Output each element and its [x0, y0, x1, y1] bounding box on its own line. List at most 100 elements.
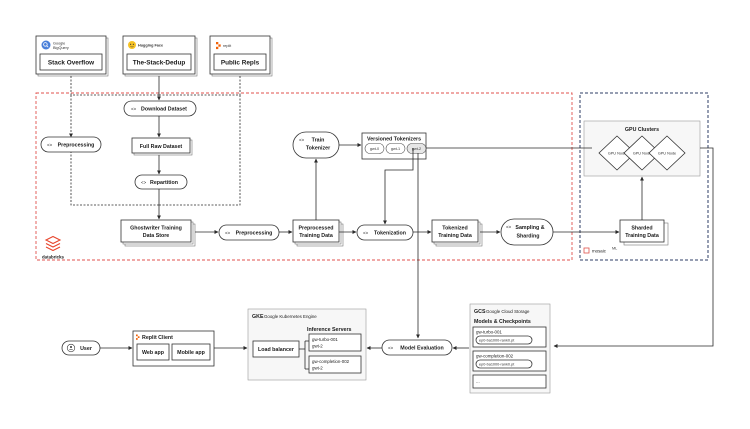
gpu-node-1: GPU Node — [598, 135, 636, 171]
repartition-node: <> Repartition — [134, 174, 188, 190]
full-raw-dataset-node: Full Raw Dataset — [131, 137, 193, 156]
version-chip-gwt-2 — [406, 143, 427, 154]
sharded-training-data-node: Sharded Training Data — [619, 219, 669, 246]
gpu-node-3-label: GPU Node — [658, 152, 676, 156]
replit-client-title: Replit Client — [142, 335, 173, 341]
bigquery-brand-line1: Google — [53, 42, 65, 46]
preprocessed-label-2: Training Data — [299, 233, 333, 239]
full-raw-dataset-label: Full Raw Dataset — [140, 144, 183, 150]
download-dataset-node: <> Download Dataset — [123, 100, 197, 117]
mosaic-icon — [583, 247, 590, 254]
gke-node: GKE Google Kubernetes Engine Inference S… — [247, 308, 367, 381]
gpu-node-2-label: GPU Node — [633, 152, 651, 156]
model-more: ... — [476, 379, 480, 384]
sampling-sharding-node: <> Sampling & Sharding — [500, 218, 554, 246]
preprocessing-top-node: <> Preprocessing — [40, 136, 102, 153]
bigquery-icon — [41, 40, 51, 50]
gke-name: Google Kubernetes Engine — [264, 314, 317, 319]
code-icon: <> — [363, 230, 369, 235]
source-title-the-stack-dedup: The-Stack-Dedup — [133, 60, 186, 67]
replit-brand: replit — [223, 44, 232, 48]
versioned-tokenizers-title: Versioned Tokenizers — [367, 137, 421, 143]
version-chip-gwt-1 — [385, 143, 406, 154]
repartition-label: Repartition — [150, 180, 178, 186]
preprocessing-top-label: Preprocessing — [58, 143, 95, 149]
code-icon: <> — [47, 142, 53, 147]
tokenized-training-data-node: Tokenized Training Data — [431, 219, 483, 247]
source-title-public-repls: Public Repls — [221, 60, 260, 67]
model-evaluation-node: <> Model Evaluation — [381, 339, 453, 356]
preprocessing-mid-label: Preprocessing — [236, 231, 273, 237]
model-evaluation-label: Model Evaluation — [400, 346, 444, 352]
bigquery-brand-line2: BigQuery — [53, 46, 69, 50]
gpu-node-1-label: GPU Node — [608, 152, 626, 156]
tokenized-label-2: Training Data — [438, 233, 472, 239]
gpu-node-2: GPU Node — [623, 135, 661, 171]
data-store-label-1: Ghostwriter Training — [130, 226, 182, 232]
version-gwt-0: gwt-0 — [370, 147, 379, 151]
mobile-app-label: Mobile app — [177, 350, 205, 356]
code-icon: <> — [299, 137, 305, 142]
sharded-label-2: Training Data — [625, 233, 659, 239]
mosaic-frame — [579, 92, 709, 261]
model2-checkpoint: ep0-ba1000-rank0.pt — [479, 362, 515, 366]
preprocessed-label-1: Preprocessed — [298, 226, 333, 232]
versioned-tokenizers-node: Versioned Tokenizers gwt-0 gwt-1 gwt-2 — [361, 132, 427, 160]
load-balancer-label: Load balancer — [258, 347, 294, 353]
gcs-abbr: GCS — [474, 309, 486, 315]
download-dataset-label: Download Dataset — [141, 107, 187, 113]
replit-icon — [216, 42, 221, 50]
code-icon: <> — [506, 224, 512, 229]
version-chip-gwt-0 — [364, 143, 385, 154]
train-tokenizer-node: <> Train Tokenizer — [292, 131, 340, 159]
huggingface-brand: Hugging Face — [138, 44, 163, 48]
sampling-label-2: Sharding — [517, 234, 540, 240]
code-icon: <> — [141, 180, 147, 185]
code-icon: <> — [388, 345, 394, 350]
preprocessed-training-data-node: Preprocessed Training Data — [292, 219, 344, 247]
user-icon — [66, 343, 76, 353]
inference-server-1 — [308, 333, 362, 352]
preprocessing-mid-node: <> Preprocessing — [218, 224, 280, 241]
source-title-stack-overflow: Stack Overflow — [48, 60, 94, 67]
model2-name: gw-completion-002 — [476, 354, 514, 359]
version-gwt-2: gwt-2 — [412, 147, 421, 151]
server1-name: gw-turbo-001 — [312, 337, 338, 342]
server2-version: gwt-2 — [312, 366, 323, 371]
ghostwriter-data-store-node: Ghostwriter Training Data Store — [120, 219, 196, 247]
tokenization-label: Tokenization — [374, 231, 406, 237]
code-icon: <> — [131, 106, 137, 111]
gpu-clusters-title: GPU Clusters — [625, 127, 659, 133]
databricks-logo: databricks — [42, 235, 65, 260]
code-icon: <> — [225, 230, 231, 235]
inference-servers-title: Inference Servers — [307, 327, 352, 333]
user-node: User — [61, 340, 101, 356]
source-replit: replit Public Repls — [209, 35, 273, 77]
server2-name: gw-completion-002 — [312, 359, 350, 364]
server1-version: gwt-2 — [312, 344, 323, 349]
gpu-node-3: GPU Node — [648, 135, 686, 171]
databricks-frame — [35, 92, 573, 261]
huggingface-icon — [128, 41, 136, 49]
gcs-name: Google Cloud Storage — [486, 309, 530, 314]
user-label: User — [80, 346, 92, 352]
source-bigquery: Google BigQuery Stack Overflow — [35, 35, 109, 77]
model1-name: gw-turbo-001 — [476, 330, 502, 335]
tokenization-node: <> Tokenization — [356, 224, 414, 241]
tokenized-label-1: Tokenized — [442, 226, 468, 232]
version-gwt-1: gwt-1 — [391, 147, 400, 151]
gke-abbr: GKE — [252, 314, 264, 320]
databricks-icon — [44, 235, 62, 252]
inference-server-2 — [308, 355, 362, 374]
train-tokenizer-label-2: Tokenizer — [306, 146, 330, 152]
web-app-label: Web app — [142, 350, 165, 356]
sharded-label-1: Sharded — [631, 226, 652, 232]
sampling-label-1: Sampling & — [515, 225, 544, 231]
gpu-clusters-node: GPU Clusters GPU Node GPU Node GPU Node — [583, 120, 701, 177]
source-huggingface: Hugging Face The-Stack-Dedup — [122, 35, 198, 77]
replit-client-node: Replit Client Web app Mobile app — [132, 330, 215, 367]
replit-icon — [136, 334, 140, 340]
data-store-label-2: Data Store — [143, 233, 170, 239]
model1-checkpoint: ep0-ba1000-rank0.pt — [479, 338, 515, 342]
